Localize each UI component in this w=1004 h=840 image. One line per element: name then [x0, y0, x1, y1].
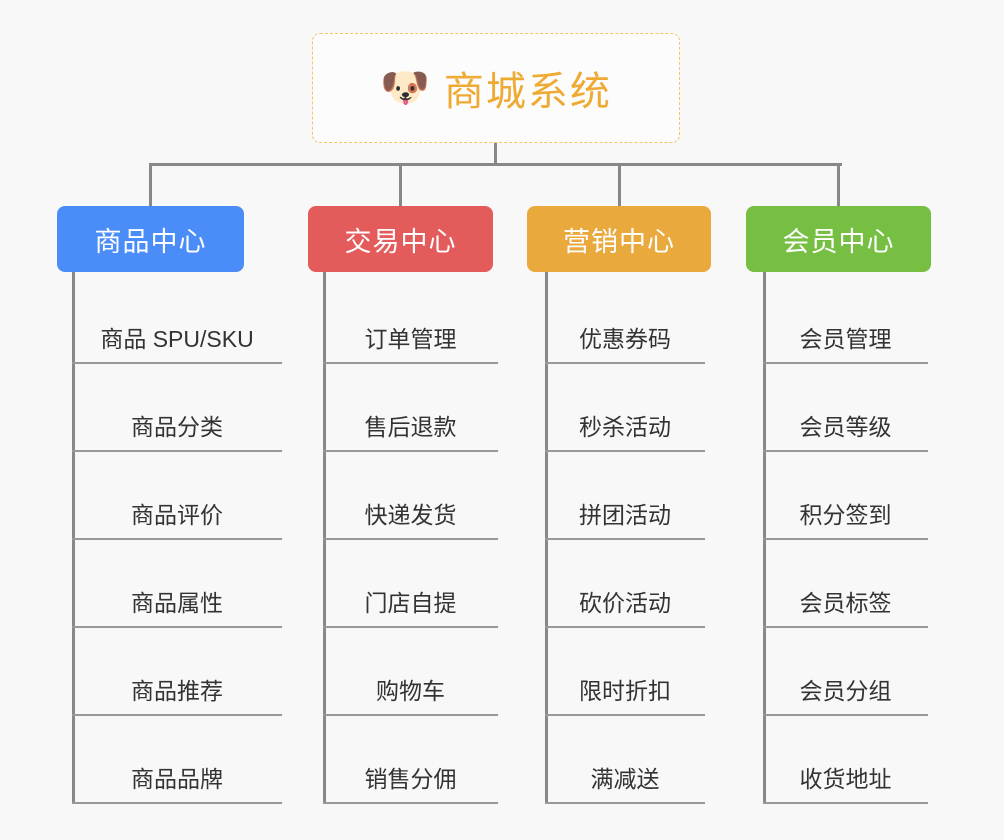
leaf-item[interactable]: 售后退款 — [323, 364, 498, 452]
category-box-1[interactable]: 商品中心 — [57, 206, 244, 272]
category-box-4[interactable]: 会员中心 — [746, 206, 931, 272]
leaf-item-label: 快递发货 — [364, 502, 457, 528]
connector-branch-drop — [837, 163, 840, 206]
leaf-item[interactable]: 满减送 — [545, 716, 705, 804]
leaf-item[interactable]: 订单管理 — [323, 276, 498, 364]
leaf-item-label: 积分签到 — [799, 502, 892, 528]
leaf-item[interactable]: 门店自提 — [323, 540, 498, 628]
category-label: 营销中心 — [563, 226, 675, 257]
leaf-item-label: 拼团活动 — [579, 502, 671, 528]
leaf-item[interactable]: 限时折扣 — [545, 628, 705, 716]
leaf-item[interactable]: 砍价活动 — [545, 540, 705, 628]
leaf-item-label: 订单管理 — [364, 326, 457, 352]
leaf-item[interactable]: 商品 SPU/SKU — [72, 276, 282, 364]
leaf-item-label: 会员管理 — [799, 326, 892, 352]
leaf-item[interactable]: 商品品牌 — [72, 716, 282, 804]
leaf-item-label: 限时折扣 — [579, 678, 671, 704]
leaf-item-label: 购物车 — [376, 678, 445, 704]
leaf-item[interactable]: 商品分类 — [72, 364, 282, 452]
leaf-item[interactable]: 拼团活动 — [545, 452, 705, 540]
leaf-item[interactable]: 优惠券码 — [545, 276, 705, 364]
root-node[interactable]: 🐶 商城系统 — [312, 33, 680, 143]
leaf-item[interactable]: 积分签到 — [763, 452, 928, 540]
shiba-dog-icon: 🐶 — [380, 66, 430, 110]
leaf-item[interactable]: 会员标签 — [763, 540, 928, 628]
leaf-item-label: 商品属性 — [131, 590, 223, 616]
category-label: 会员中心 — [782, 226, 895, 257]
leaf-item-label: 砍价活动 — [579, 590, 671, 616]
leaf-item[interactable]: 秒杀活动 — [545, 364, 705, 452]
connector-branch-drop — [617, 163, 621, 206]
leaf-item-label: 秒杀活动 — [579, 414, 671, 440]
leaf-item[interactable]: 会员等级 — [763, 364, 928, 452]
root-title: 商城系统 — [443, 70, 612, 114]
leaf-item-label: 商品推荐 — [131, 678, 223, 704]
leaf-item-label: 会员分组 — [799, 678, 892, 704]
leaf-item[interactable]: 会员分组 — [763, 628, 928, 716]
leaf-item[interactable]: 商品属性 — [72, 540, 282, 628]
leaf-item-label: 满减送 — [590, 766, 660, 792]
category-label: 交易中心 — [344, 226, 457, 257]
connector-branch-drop — [399, 163, 402, 206]
leaf-item-label: 商品评价 — [131, 502, 223, 528]
leaf-item[interactable]: 商品推荐 — [72, 628, 282, 716]
leaf-item-label: 收货地址 — [799, 766, 892, 792]
connector-root-trunk — [494, 143, 497, 165]
leaf-item-label: 优惠券码 — [579, 326, 671, 352]
leaf-item-label: 售后退款 — [364, 414, 457, 440]
leaf-item-label: 会员标签 — [799, 590, 892, 616]
category-box-3[interactable]: 营销中心 — [527, 206, 711, 272]
category-label: 商品中心 — [94, 226, 207, 257]
leaf-item-label: 商品品牌 — [131, 766, 223, 792]
leaf-item-label: 商品 SPU/SKU — [100, 326, 254, 352]
leaf-item[interactable]: 购物车 — [323, 628, 498, 716]
leaf-item-label: 门店自提 — [364, 590, 457, 616]
leaf-item-label: 商品分类 — [131, 414, 223, 440]
leaf-item[interactable]: 销售分佣 — [323, 716, 498, 804]
connector-horizontal-bus — [150, 163, 842, 166]
connector-branch-drop — [149, 163, 152, 206]
leaf-item[interactable]: 会员管理 — [763, 276, 928, 364]
category-box-2[interactable]: 交易中心 — [308, 206, 493, 272]
leaf-item[interactable]: 快递发货 — [323, 452, 498, 540]
leaf-item-label: 会员等级 — [799, 414, 892, 440]
leaf-item-label: 销售分佣 — [364, 766, 457, 792]
leaf-item[interactable]: 商品评价 — [72, 452, 282, 540]
leaf-item[interactable]: 收货地址 — [763, 716, 928, 804]
